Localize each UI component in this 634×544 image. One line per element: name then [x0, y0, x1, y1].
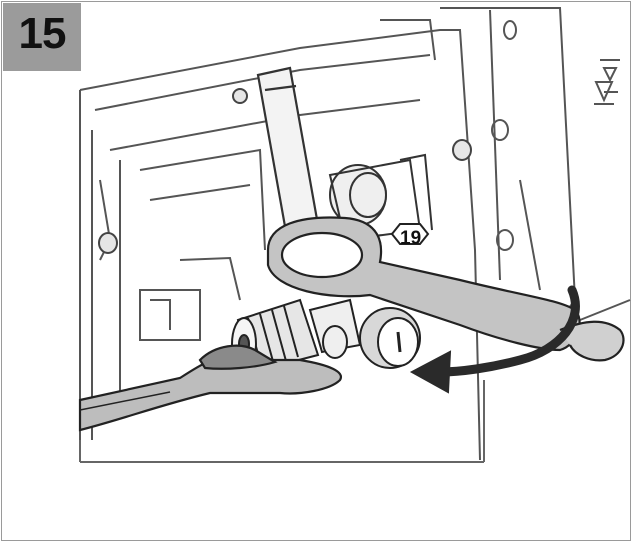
- mounting-screws: [98, 88, 472, 254]
- step-number-box: 15: [3, 3, 81, 71]
- size-19-badge: 19: [390, 223, 430, 249]
- triangle-down-icon: [594, 81, 614, 105]
- wall-base: [79, 380, 485, 463]
- vertical-pipe: [256, 66, 320, 234]
- wrench-size-label: 19: [400, 228, 421, 249]
- valve-body: [328, 153, 433, 242]
- upper-wrench: [266, 216, 625, 362]
- curved-arrow-icon: [409, 285, 580, 394]
- step-number: 15: [18, 9, 67, 58]
- shutoff-valve: [308, 298, 421, 369]
- lower-wrench: [78, 344, 342, 432]
